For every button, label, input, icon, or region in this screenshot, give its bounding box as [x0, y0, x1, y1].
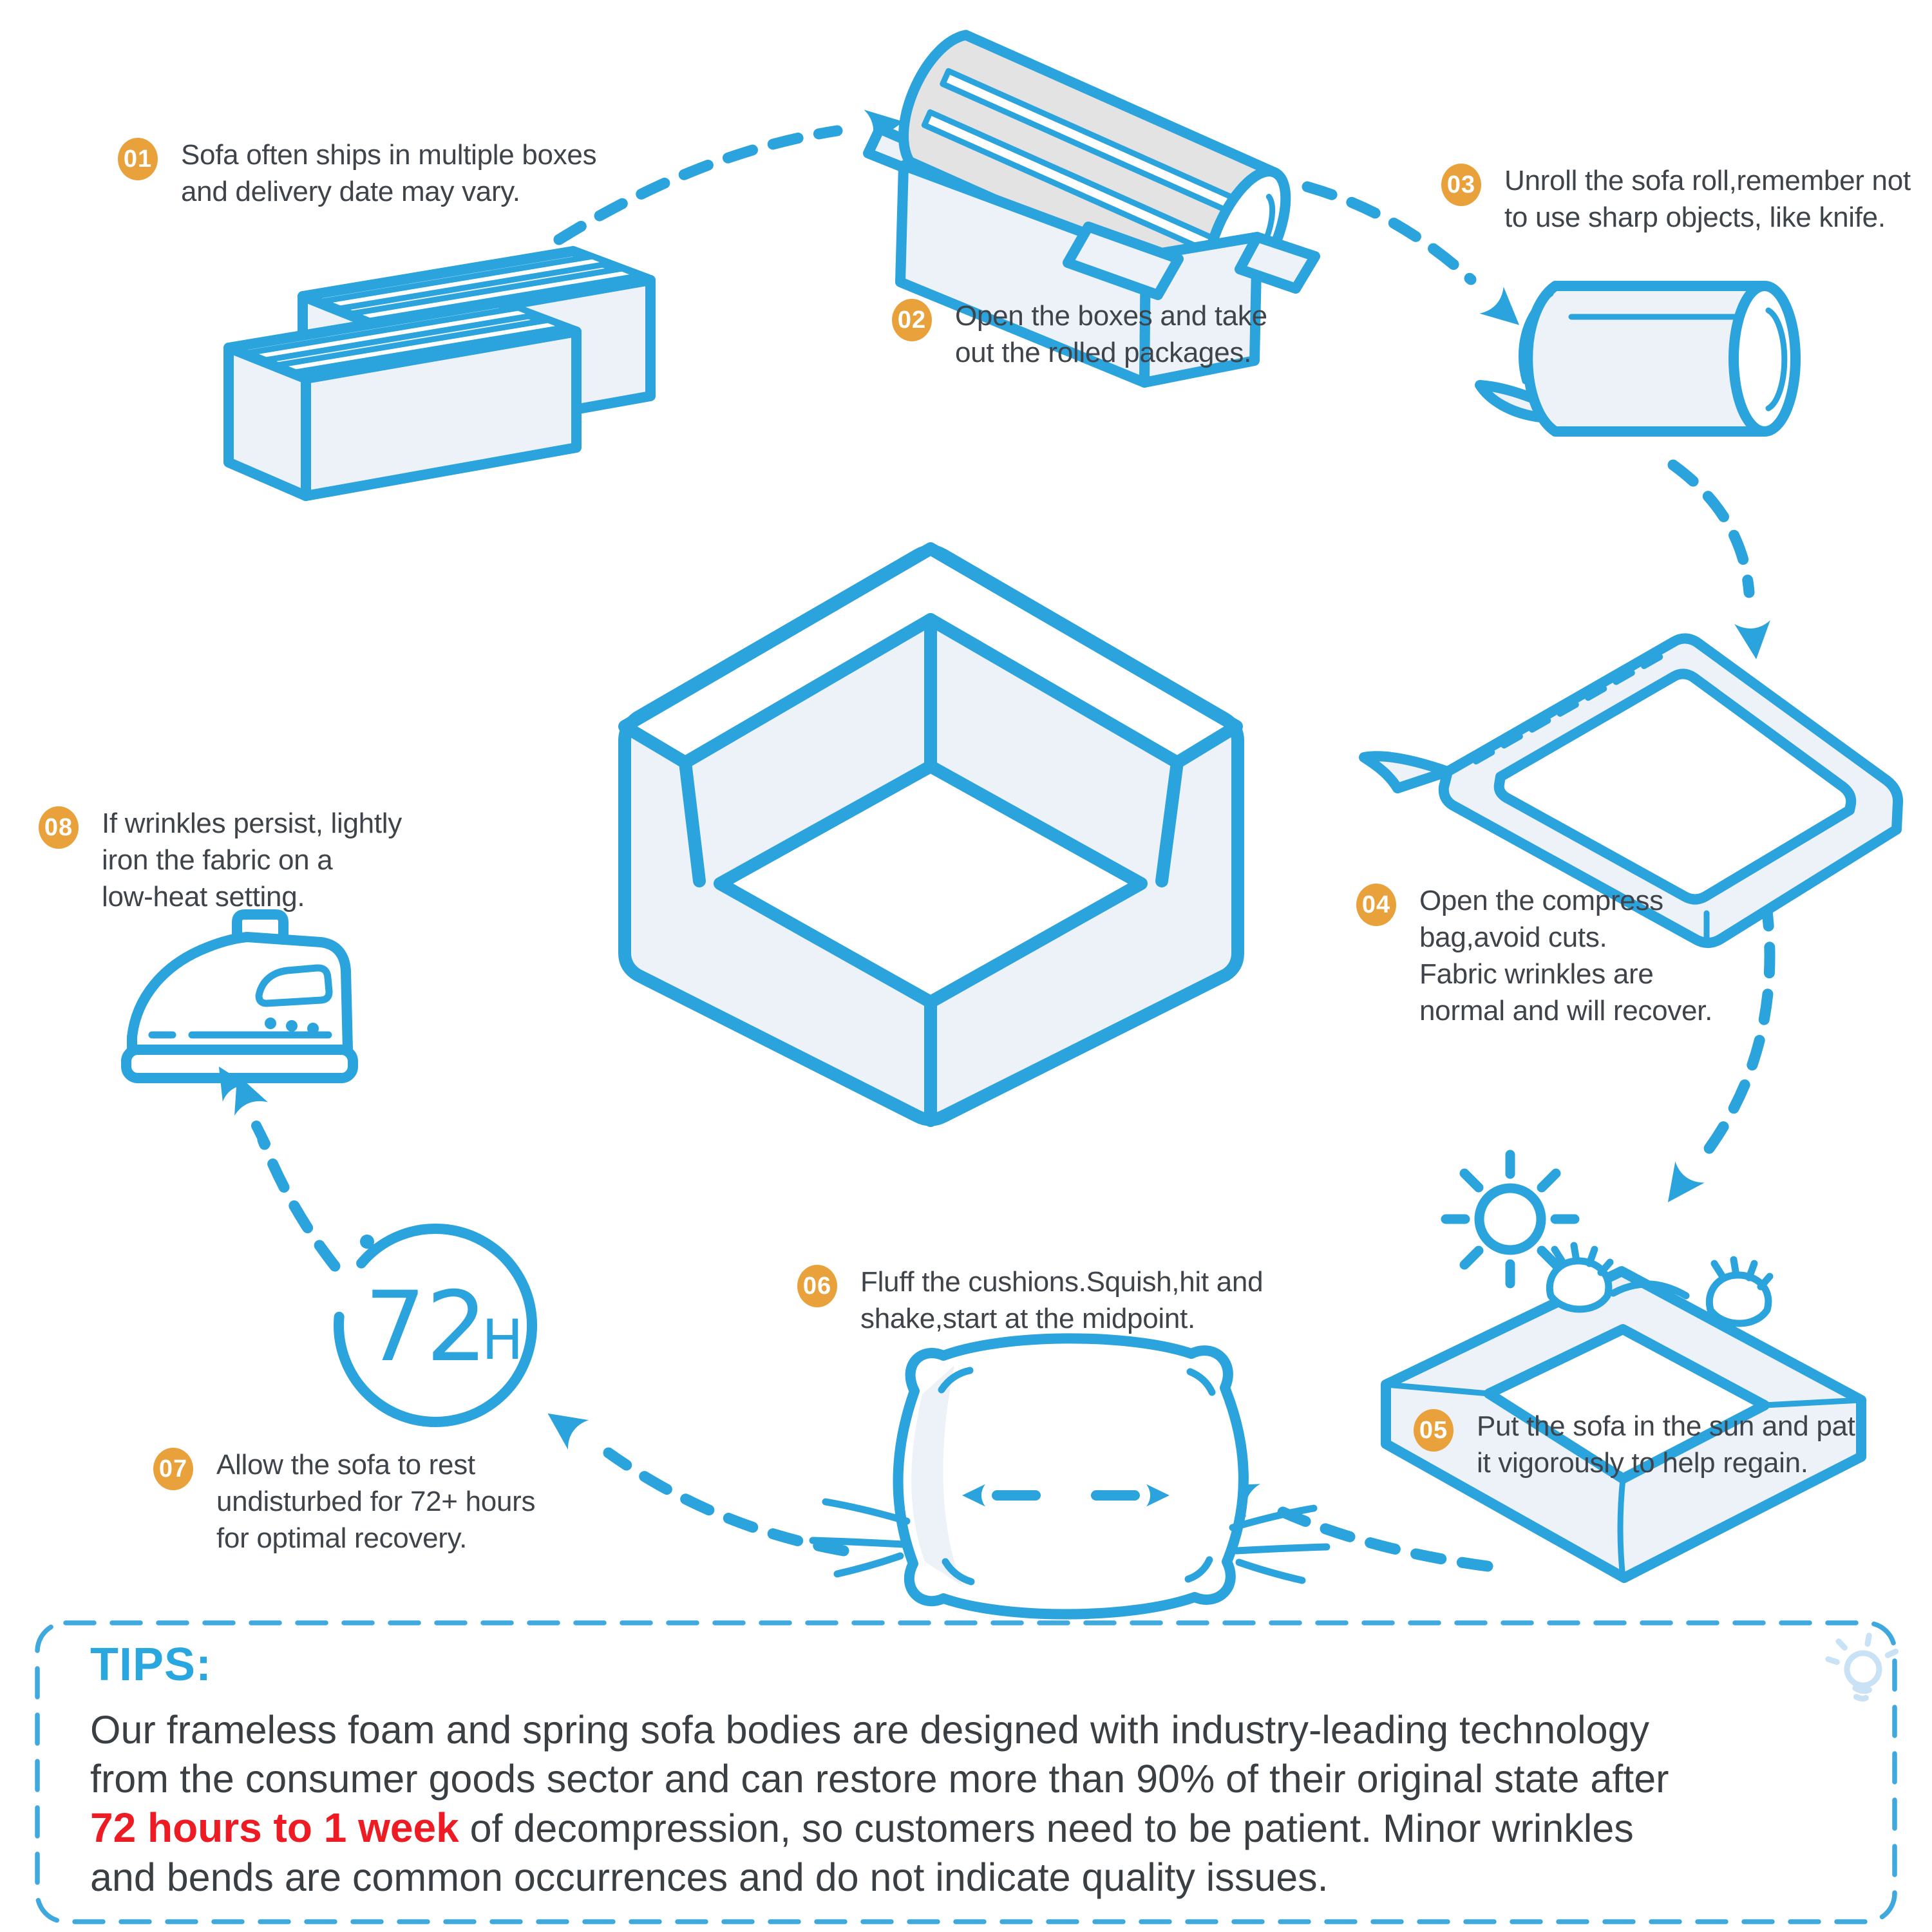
step-text-line: Unroll the sofa roll,remember not — [1504, 165, 1911, 196]
step-07-badge: 07 — [153, 1448, 193, 1490]
step-text-line: Put the sofa in the sun and pat — [1477, 1410, 1855, 1442]
step-08: 08 If wrinkles persist, lightly iron the… — [39, 805, 402, 915]
patting-hands-icon — [1381, 1242, 1866, 1583]
step-text-line: normal and will recover. — [1419, 995, 1712, 1027]
step-text-line: it vigorously to help regain. — [1477, 1447, 1808, 1479]
tips-line-rest: of decompression, so customers need to b… — [459, 1806, 1634, 1850]
step-06: 06 Fluff the cushions.Squish,hit and sha… — [797, 1264, 1264, 1337]
step-text-line: Sofa often ships in multiple boxes — [181, 139, 597, 171]
step-text-line: for optimal recovery. — [216, 1522, 468, 1554]
step-04-badge: 04 — [1356, 884, 1396, 926]
step-03-text: Unroll the sofa roll,remember not to use… — [1504, 162, 1911, 236]
flow-arrows — [220, 104, 1776, 1572]
step-07: 07 Allow the sofa to rest undisturbed fo… — [153, 1446, 535, 1557]
step-02: 02 Open the boxes and take out the rolle… — [892, 298, 1267, 371]
step-05: 05 Put the sofa in the sun and pat it vi… — [1414, 1408, 1855, 1481]
hand-icon — [1705, 1256, 1774, 1327]
tips-box-border — [35, 1620, 1897, 1924]
step-01: 01 Sofa often ships in multiple boxes an… — [118, 137, 597, 210]
dashed-arrow — [603, 1447, 849, 1557]
step-text-line: If wrinkles persist, lightly — [102, 808, 402, 839]
sun-icon — [1441, 1150, 1580, 1289]
pillow-fluff-icon — [809, 1333, 1331, 1620]
step-text-line: Allow the sofa to rest — [216, 1449, 475, 1481]
tips-body: Our frameless foam and spring sofa bodie… — [90, 1705, 1843, 1902]
step-text-line: iron the fabric on a — [102, 844, 333, 876]
step-02-text: Open the boxes and take out the rolled p… — [955, 298, 1267, 371]
step-text-line: to use sharp objects, like knife. — [1504, 202, 1886, 233]
timer-72h-icon: 72 H — [334, 1223, 538, 1427]
dashed-arrow — [553, 125, 843, 245]
step-text-line: Open the compress — [1419, 885, 1663, 916]
step-text-line: Open the boxes and take — [955, 300, 1267, 332]
step-text-line: out the rolled packages. — [955, 337, 1251, 368]
step-07-text: Allow the sofa to rest undisturbed for 7… — [216, 1446, 535, 1557]
tips-title: TIPS: — [90, 1639, 213, 1690]
step-08-text: If wrinkles persist, lightly iron the fa… — [102, 805, 402, 915]
step-03-badge: 03 — [1441, 164, 1481, 206]
compress-bag-icon — [1359, 633, 1904, 948]
step-text-line: shake,start at the midpoint. — [860, 1303, 1195, 1334]
step-04: 04 Open the compress bag,avoid cuts. Fab… — [1356, 882, 1712, 1029]
iron-icon — [121, 909, 358, 1149]
step-06-text: Fluff the cushions.Squish,hit and shake,… — [860, 1264, 1264, 1337]
step-01-text: Sofa often ships in multiple boxes and d… — [181, 137, 597, 210]
step-05-badge: 05 — [1414, 1409, 1454, 1452]
step-03: 03 Unroll the sofa roll,remember not to … — [1441, 162, 1911, 236]
timer-hours: 72 — [365, 1271, 488, 1383]
tips-line: and bends are common occurrences and do … — [90, 1855, 1329, 1899]
step-text-line: Fluff the cushions.Squish,hit and — [860, 1266, 1264, 1298]
lightbulb-icon — [1825, 1633, 1899, 1702]
dashed-arrow — [257, 1134, 341, 1272]
hand-icon — [1229, 1504, 1331, 1584]
tips-section: TIPS: Our frameless foam and spring sofa… — [37, 1623, 1895, 1922]
step-02-badge: 02 — [892, 299, 932, 341]
step-text-line: undisturbed for 72+ hours — [216, 1486, 536, 1517]
hand-icon — [809, 1498, 911, 1578]
tips-line: Our frameless foam and spring sofa bodie… — [90, 1708, 1650, 1752]
tips-highlight: 72 hours to 1 week — [90, 1804, 459, 1851]
step-08-badge: 08 — [39, 806, 79, 849]
shipping-boxes-icon — [223, 246, 656, 501]
step-text-line: and delivery date may vary. — [181, 176, 520, 207]
hand-icon — [1546, 1242, 1614, 1313]
dashed-arrow — [1302, 181, 1477, 285]
step-05-text: Put the sofa in the sun and pat it vigor… — [1477, 1408, 1855, 1481]
dashed-arrow — [1667, 459, 1755, 598]
step-01-badge: 01 — [118, 138, 158, 180]
step-text-line: Fabric wrinkles are — [1419, 958, 1654, 990]
tips-line: 72 hours to 1 week of decompression, so … — [90, 1803, 1843, 1853]
tips-line: from the consumer goods sector and can r… — [90, 1757, 1669, 1801]
step-text-line: low-heat setting. — [102, 881, 305, 913]
sofa-roll-icon — [1475, 281, 1801, 437]
step-04-text: Open the compress bag,avoid cuts. Fabric… — [1419, 882, 1712, 1029]
step-text-line: bag,avoid cuts. — [1419, 922, 1607, 953]
step-06-badge: 06 — [797, 1265, 837, 1307]
corner-sofa-icon — [618, 542, 1244, 1127]
timer-unit: H — [482, 1308, 524, 1372]
dashed-arrow — [1277, 1506, 1493, 1572]
open-box-roll-icon — [863, 30, 1320, 388]
